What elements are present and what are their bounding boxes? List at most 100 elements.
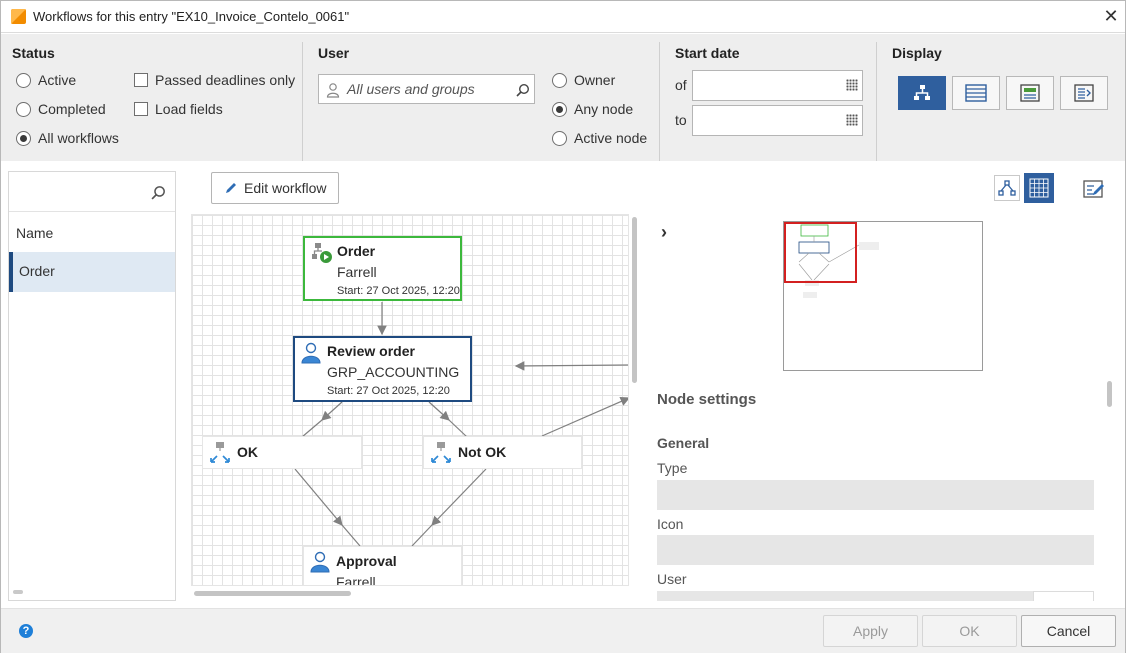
user-heading: User — [318, 45, 350, 61]
node-settings-heading: Node settings — [657, 391, 757, 408]
load-fields-checkbox[interactable]: Load fields — [134, 99, 223, 119]
radio-icon — [16, 72, 31, 88]
display-heading: Display — [892, 45, 942, 61]
workflow-canvas[interactable]: Order Farrell Start: 27 Oct 2025, 12:20 … — [191, 214, 629, 586]
workflow-node-not-ok[interactable]: Not OK — [423, 436, 582, 469]
node-title: Order — [337, 243, 376, 259]
status-all-workflows-radio[interactable]: All workflows — [16, 128, 119, 148]
filter-panel: Status Active Completed All workflows Pa… — [1, 34, 1125, 161]
window-title: Workflows for this entry "EX10_Invoice_C… — [33, 9, 350, 24]
horizontal-scrollbar[interactable] — [13, 590, 23, 594]
detail-view-button[interactable] — [1060, 76, 1108, 110]
decision-icon — [210, 442, 230, 463]
node-user: GRP_ACCOUNTING — [327, 364, 460, 380]
general-section-heading: General — [657, 435, 710, 451]
calendar-icon[interactable] — [846, 79, 858, 91]
list-item-label: Order — [19, 263, 55, 279]
user-search-field[interactable]: All users and groups — [318, 74, 535, 104]
checkbox-label: Passed deadlines only — [155, 72, 296, 88]
graph-minimap[interactable] — [783, 221, 983, 371]
user-search-placeholder: All users and groups — [347, 81, 475, 97]
search-icon[interactable] — [151, 185, 166, 200]
radio-label: All workflows — [38, 130, 119, 146]
detail-view-icon — [1074, 84, 1094, 102]
list-view-icon — [965, 84, 987, 102]
date-of-label: of — [675, 77, 687, 93]
date-of-field[interactable] — [692, 70, 863, 101]
user-any-node-radio[interactable]: Any node — [552, 99, 633, 119]
type-label: Type — [657, 460, 688, 476]
close-button[interactable]: ✕ — [1103, 6, 1119, 26]
edit-properties-icon — [1083, 180, 1104, 198]
passed-deadlines-checkbox[interactable]: Passed deadlines only — [134, 70, 295, 90]
user-picker-button — [1033, 591, 1094, 601]
calendar-icon[interactable] — [846, 114, 858, 126]
canvas-horizontal-scrollbar[interactable] — [194, 591, 351, 596]
grid-icon — [1029, 178, 1049, 198]
node-title: Review order — [327, 343, 415, 359]
user-icon — [310, 551, 330, 573]
status-completed-radio[interactable]: Completed — [16, 99, 106, 119]
workflow-node-approval[interactable]: Approval Farrell — [303, 546, 462, 586]
workflow-node-order[interactable]: Order Farrell Start: 27 Oct 2025, 12:20 — [303, 236, 462, 301]
user-label: User — [657, 571, 687, 587]
divider — [876, 42, 877, 161]
user-group-icon — [326, 83, 340, 98]
settings-vertical-scrollbar[interactable] — [1107, 381, 1112, 407]
radio-label: Any node — [574, 101, 634, 117]
edit-workflow-button[interactable]: Edit workflow — [211, 172, 339, 204]
app-logo-icon — [11, 9, 26, 24]
split-view-button[interactable] — [1006, 76, 1054, 110]
icon-label: Icon — [657, 516, 684, 532]
cancel-button[interactable]: Cancel — [1021, 615, 1116, 647]
grid-toggle-button[interactable] — [1024, 173, 1054, 203]
radio-selected-icon — [16, 130, 31, 146]
radio-selected-icon — [552, 101, 567, 117]
radio-label: Active node — [574, 130, 648, 146]
search-icon[interactable] — [516, 83, 530, 97]
workflow-node-ok[interactable]: OK — [202, 436, 362, 469]
radio-icon — [16, 101, 31, 117]
status-active-radio[interactable]: Active — [16, 70, 76, 90]
name-column-header[interactable]: Name — [16, 225, 54, 241]
apply-button[interactable]: Apply — [823, 615, 918, 647]
radio-icon — [552, 72, 567, 88]
list-view-button[interactable] — [952, 76, 1000, 110]
pencil-icon — [226, 183, 236, 193]
date-to-label: to — [675, 112, 687, 128]
minimap-preview — [798, 224, 879, 298]
start-date-heading: Start date — [675, 45, 740, 61]
graph-view-button[interactable] — [898, 76, 946, 110]
checkbox-icon — [134, 73, 148, 87]
minimap-viewport[interactable] — [784, 222, 857, 283]
node-start-time: Start: 27 Oct 2025, 12:20 — [337, 285, 460, 297]
radio-label: Completed — [38, 101, 106, 117]
split-view-icon — [1020, 84, 1040, 102]
canvas-vertical-scrollbar[interactable] — [632, 217, 637, 383]
workflow-search-field[interactable] — [9, 172, 175, 212]
user-active-node-radio[interactable]: Active node — [552, 128, 647, 148]
graph-view-icon — [914, 85, 930, 100]
user-owner-radio[interactable]: Owner — [552, 70, 615, 90]
start-node-icon — [312, 243, 332, 263]
graph-connectors — [294, 302, 628, 547]
node-title: OK — [237, 444, 258, 460]
ok-button[interactable]: OK — [922, 615, 1017, 647]
divider — [659, 42, 660, 161]
user-field — [657, 591, 1033, 601]
status-heading: Status — [12, 45, 55, 61]
expand-chevron-icon[interactable]: › — [661, 222, 667, 242]
node-user: Farrell — [337, 264, 377, 280]
graph-layout-button[interactable] — [994, 175, 1020, 201]
radio-label: Active — [38, 72, 77, 88]
help-icon[interactable]: ? — [19, 624, 33, 638]
list-item-order[interactable]: Order — [9, 252, 175, 292]
radio-icon — [552, 130, 567, 146]
edit-workflow-label: Edit workflow — [244, 180, 327, 196]
date-to-field[interactable] — [692, 105, 863, 136]
node-user: Farrell — [336, 574, 376, 586]
workflow-node-review-order[interactable]: Review order GRP_ACCOUNTING Start: 27 Oc… — [293, 336, 472, 402]
edit-properties-button[interactable] — [1079, 174, 1109, 204]
divider — [302, 42, 303, 161]
